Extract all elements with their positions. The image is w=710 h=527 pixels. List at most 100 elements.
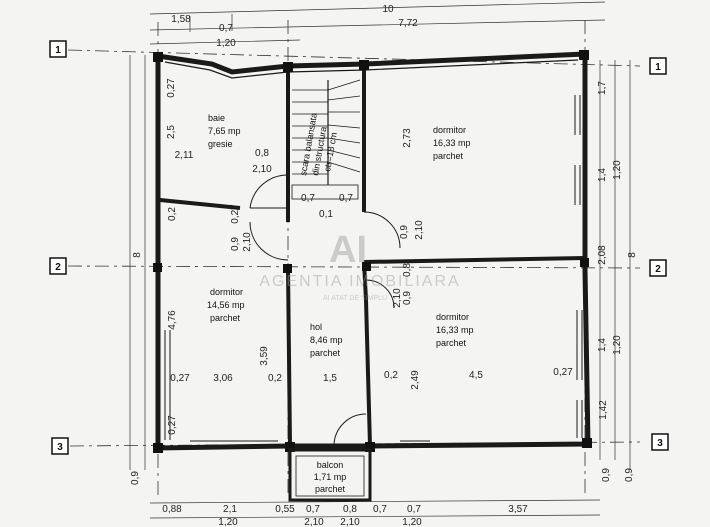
door-dormitor1 (363, 211, 401, 249)
axis-label: 3 (57, 442, 63, 453)
balcony-outline (288, 448, 372, 502)
dim-top: 1,20 (216, 38, 236, 49)
windows (164, 95, 583, 442)
dim-interior: 0,27 (167, 415, 178, 435)
dim-top: 0,7 (219, 23, 233, 34)
dim-right: 1,20 (612, 335, 623, 355)
dim-right: 1,4 (597, 338, 608, 352)
room-finish: parchet (436, 338, 467, 348)
door-dormitor3 (365, 279, 395, 309)
watermark-sub: AI ATAT DE SIMPLU (323, 295, 387, 302)
dim-interior: 0,27 (166, 78, 177, 98)
room-name: baie (208, 113, 225, 123)
dim-interior: 2,73 (402, 128, 413, 148)
dim-right-overall: 8 (627, 252, 638, 258)
room-area: 1,71 mp (314, 472, 347, 482)
staircase (291, 79, 361, 200)
dim-interior: 0,9 (402, 291, 413, 305)
dim-interior: 1,5 (323, 373, 337, 384)
dim-right: 1,7 (597, 81, 608, 95)
dim-bottom: 0,8 (343, 504, 357, 515)
dim-bottom: 3,57 (508, 504, 528, 515)
dim-interior: 4,76 (167, 310, 178, 330)
room-name: dormitor (436, 312, 469, 322)
dim-interior: 3,59 (259, 346, 270, 366)
room-area: 7,65 mp (208, 126, 241, 136)
dim-interior: 2,10 (252, 164, 272, 175)
dim-top: 7,72 (398, 18, 418, 29)
pillars (153, 50, 592, 453)
axis-marker-3-right: 3 (651, 433, 669, 451)
dim-interior: 0,27 (553, 367, 573, 378)
axis-label: 2 (55, 262, 61, 273)
dim-bottom: 1,20 (218, 517, 238, 527)
room-finish: parchet (315, 484, 346, 494)
door-balcon (333, 413, 367, 447)
bottom-dimensions: 0,88 2,1 0,55 0,7 0,8 0,7 0,7 3,57 1,20 … (162, 504, 528, 527)
dim-interior: 0,27 (230, 204, 241, 224)
room-name: balcon (317, 460, 344, 470)
dim-interior: 0,9 (399, 225, 410, 239)
interior-dimensions: 0,27 2,5 2,11 0,8 2,10 2,73 0,7 0,7 0,1 … (166, 78, 573, 435)
dim-bottom: 0,88 (162, 504, 182, 515)
room-area: 16,33 mp (433, 138, 471, 148)
watermark: AI AGENTIA IMOBILIARA AI ATAT DE SIMPLU (259, 229, 460, 302)
dim-interior: 0,2 (268, 373, 282, 384)
outer-wall-inner-face (164, 59, 579, 79)
walls (155, 51, 591, 451)
room-finish: parchet (210, 313, 241, 323)
top-dimensions: 10 1,58 0,7 7,72 1,20 (171, 4, 418, 49)
room-name: dormitor (210, 287, 243, 297)
dimension-lines (129, 1, 631, 519)
watermark-logo: AI (329, 229, 367, 271)
room-name: hol (310, 322, 322, 332)
dim-interior: 2,11 (175, 150, 194, 161)
room-area: 8,46 mp (310, 335, 343, 345)
dim-right: 1,42 (598, 400, 609, 420)
dim-bottom: 0,7 (407, 504, 421, 515)
axis-label: 2 (655, 264, 661, 275)
watermark-text: AGENTIA IMOBILIARA (259, 273, 460, 290)
room-hol: hol 8,46 mp parchet (310, 322, 343, 358)
door-dormitor2 (249, 221, 289, 261)
room-balcon: balcon 1,71 mp parchet (314, 460, 347, 494)
axis-label: 1 (655, 62, 661, 73)
dim-bottom: 0,55 (275, 504, 295, 515)
dim-interior: 4,5 (469, 370, 483, 381)
room-baie: baie 7,65 mp gresie (208, 113, 241, 149)
dim-bottom: 0,7 (306, 504, 320, 515)
dim-interior: 2,10 (242, 232, 253, 252)
dim-right: 2,08 (597, 245, 608, 265)
dim-left-bottom: 0,9 (130, 471, 141, 485)
dim-interior: 0,8 (402, 263, 413, 277)
doors (249, 174, 401, 447)
dim-top: 1,58 (171, 14, 191, 25)
dim-left-overall: 8 (132, 252, 143, 258)
axis-marker-3-left: 3 (51, 437, 69, 455)
dim-right: 1,4 (597, 168, 608, 182)
dim-interior: 0,2 (384, 370, 398, 381)
dim-interior: 2,10 (392, 288, 403, 308)
dim-interior: 0,8 (255, 148, 269, 159)
room-area: 14,56 mp (207, 300, 245, 310)
dim-right-bottom: 0,9 (601, 468, 612, 482)
wall-hol-left (286, 267, 292, 447)
dim-bottom: 1,20 (402, 517, 422, 527)
dim-interior: 0,7 (339, 193, 353, 204)
dim-interior: 3,06 (213, 373, 233, 384)
dim-bottom: 2,1 (223, 504, 237, 515)
dim-interior: 2,49 (410, 370, 421, 390)
dim-bottom: 2,10 (340, 517, 360, 527)
dim-bottom: 0,7 (373, 504, 387, 515)
dim-interior: 0,2 (167, 207, 178, 221)
wall-baie-bottom (159, 198, 241, 210)
left-dimensions: 8 0,9 (130, 252, 143, 485)
dim-overall-top: 10 (382, 4, 394, 15)
room-area: 16,33 mp (436, 325, 474, 335)
dim-interior: 0,7 (301, 193, 315, 204)
dim-interior: 0,9 (230, 237, 241, 251)
room-dormitor-top-right: dormitor 16,33 mp parchet (433, 125, 471, 161)
axis-marker-2-left: 2 (49, 257, 67, 275)
dim-right-bottom: 0,9 (624, 468, 635, 482)
